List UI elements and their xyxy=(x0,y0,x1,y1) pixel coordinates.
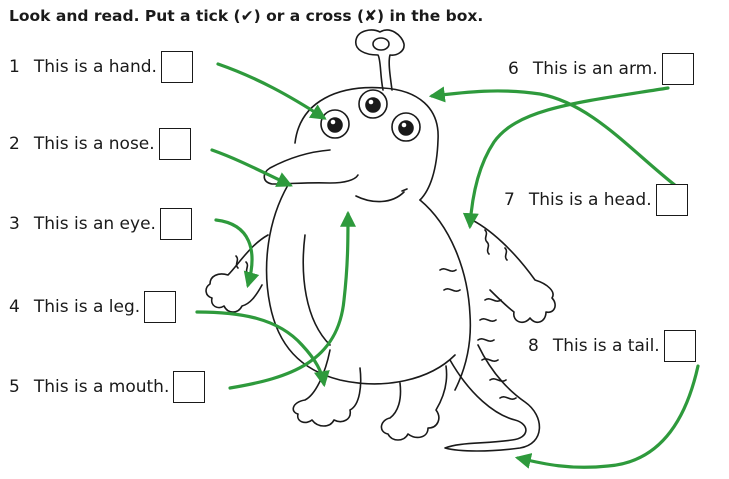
arrow-7 xyxy=(428,86,678,188)
item-text: This is an eye. xyxy=(33,214,156,234)
arrow-3 xyxy=(214,218,260,289)
item-number: 3 xyxy=(9,214,20,234)
arrow-6 xyxy=(462,86,670,230)
answer-box-2[interactable] xyxy=(158,128,191,160)
item-text: This is a nose. xyxy=(33,134,155,154)
arrow-5 xyxy=(228,210,356,390)
worksheet-instruction: Look and read. Put a tick (✔) or a cross… xyxy=(9,7,484,25)
answer-box-7[interactable] xyxy=(655,184,688,216)
item-number: 7 xyxy=(504,190,515,210)
item-text: This is a head. xyxy=(528,190,652,210)
item-3: 3 This is an eye. xyxy=(9,208,192,240)
answer-box-5[interactable] xyxy=(173,371,206,403)
item-7: 7 This is a head. xyxy=(504,184,688,216)
answer-box-6[interactable] xyxy=(661,53,694,85)
answer-box-4[interactable] xyxy=(144,291,177,323)
item-number: 4 xyxy=(9,297,20,317)
item-text: This is a mouth. xyxy=(33,377,170,397)
arrow-8 xyxy=(514,364,700,469)
item-number: 1 xyxy=(9,57,20,77)
arrow-1 xyxy=(216,62,327,120)
answer-box-3[interactable] xyxy=(159,208,192,240)
item-number: 2 xyxy=(9,134,20,154)
item-8: 8 This is a tail. xyxy=(528,330,696,362)
arrow-4 xyxy=(195,310,330,388)
item-5: 5 This is a mouth. xyxy=(9,371,206,403)
arrow-2 xyxy=(210,148,293,187)
item-text: This is a leg. xyxy=(33,297,141,317)
item-number: 5 xyxy=(9,377,20,397)
answer-box-8[interactable] xyxy=(663,330,696,362)
item-text: This is a tail. xyxy=(552,336,660,356)
item-6: 6 This is an arm. xyxy=(508,53,694,85)
item-1: 1 This is a hand. xyxy=(9,51,193,83)
item-text: This is a hand. xyxy=(33,57,157,77)
answer-box-1[interactable] xyxy=(160,51,193,83)
item-number: 6 xyxy=(508,59,519,79)
item-2: 2 This is a nose. xyxy=(9,128,191,160)
item-text: This is an arm. xyxy=(532,59,658,79)
item-number: 8 xyxy=(528,336,539,356)
item-4: 4 This is a leg. xyxy=(9,291,177,323)
